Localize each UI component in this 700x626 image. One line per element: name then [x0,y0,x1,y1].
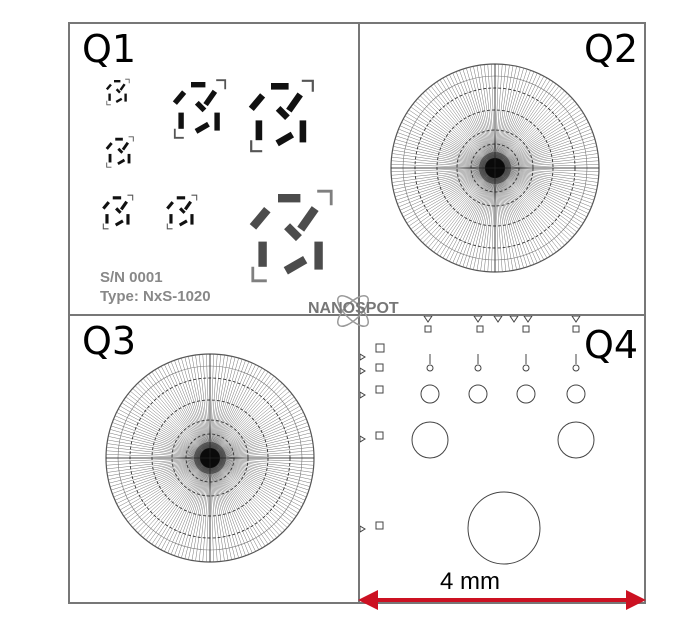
q1-label: Q1 [82,27,137,71]
scale-bar-label: 4 mm [440,568,500,595]
vertical-divider [358,22,360,604]
q4-test-patterns [360,316,595,565]
nanospot-logo-mark [337,295,369,327]
chart-frame [68,22,646,604]
scale-bar-arrow [358,590,646,610]
type-code: Type: NxS-1020 [100,288,211,305]
serial-info: S/N 0001 Type: NxS-1020 [100,268,211,306]
serial-number: S/N 0001 [100,269,163,286]
horizontal-divider [68,314,646,316]
q2-label: Q2 [584,27,639,71]
q4-label: Q4 [584,323,639,367]
q2-siemens-star [390,63,600,273]
q3-siemens-star [105,353,315,563]
q3-label: Q3 [82,319,137,363]
nanospot-logo: NANOSPOT [308,300,399,317]
